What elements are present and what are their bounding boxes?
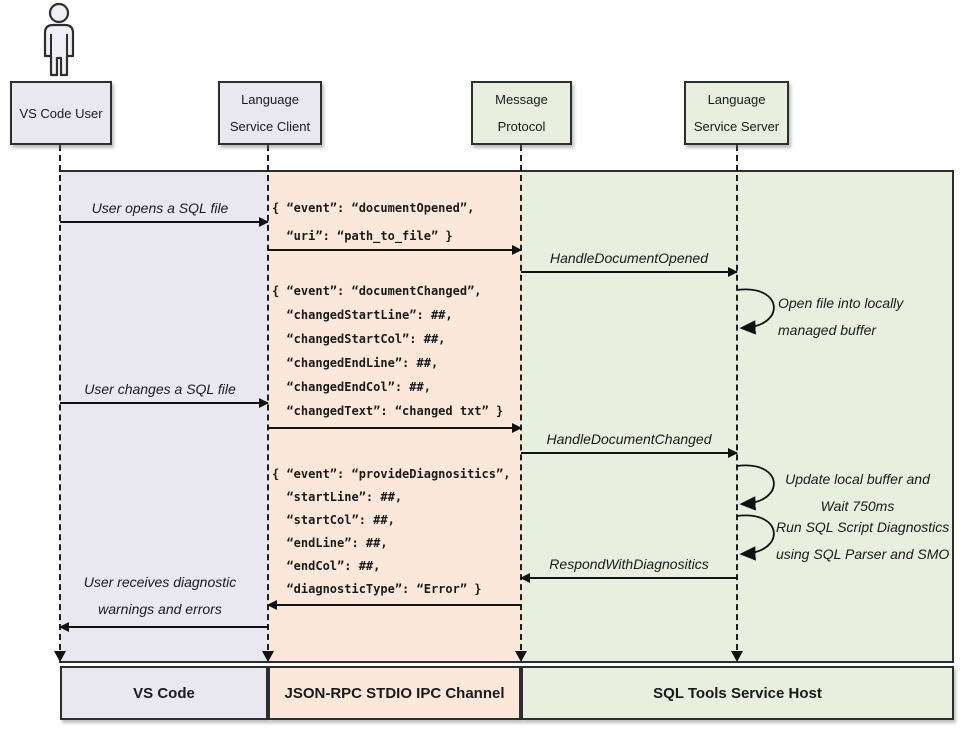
lifeline-end-arrowhead-protocol [515,651,527,662]
payload-line: “endCol”: ##, [272,559,381,573]
self-loop-update-buffer-icon [736,464,775,511]
label-handle-document-changed: HandleDocumentChanged [546,431,712,447]
label-user-receives-line2: warnings and errors [98,601,222,617]
payload-line: “changedText”: “changed txt” } [272,404,504,418]
arrowhead-left-icon [59,622,69,632]
arrow-user-opens-file [60,217,269,227]
arrow-document-changed-message [268,423,522,433]
payload-line: “changedStartCol”: ##, [272,332,446,346]
arrow-user-receives-diagnostics [59,622,268,632]
band-bottom-border [59,661,954,663]
actor-label-line1: Message [495,92,548,107]
payload-line: “startCol”: ##, [272,513,395,527]
payload-line: “uri”: “path_to_file” } [272,229,453,243]
actor-label: VS Code User [19,105,103,121]
arrow-diagnostics-message [267,600,521,610]
arrowhead-left-icon [267,600,277,610]
self-loop-run-diagnostics-icon [736,514,775,561]
lane-vscode: VS Code [60,666,268,720]
note-open-file-line1: Open file into locally [778,295,904,311]
lifeline-end-arrowhead-client [262,651,274,662]
label-user-changes: User changes a SQL file [84,381,236,397]
arrow-handle-document-opened [521,267,738,277]
actor-box-message-protocol: Message Protocol [471,81,572,145]
lifeline-protocol [520,145,522,660]
label-handle-document-opened: HandleDocumentOpened [550,250,708,266]
actor-box-vscode-user: VS Code User [10,81,112,145]
label-user-opens: User opens a SQL file [91,200,229,216]
lane-label: SQL Tools Service Host [653,684,822,702]
band-ipc-channel [268,172,521,662]
arrowhead-right-icon [259,217,269,227]
lane-ipc-channel: JSON-RPC STDIO IPC Channel [268,666,521,720]
payload-line: { “event”: “documentOpened”, [272,201,475,215]
payload-line: “changedStartLine”: ##, [272,308,453,322]
person-icon [43,2,75,77]
lane-label: VS Code [133,684,195,702]
arrowhead-right-icon [512,245,522,255]
actor-label-line1: Language [707,92,766,107]
arrowhead-right-icon [259,398,269,408]
arrow-document-opened-message [268,245,522,255]
arrowhead-left-icon [520,573,530,583]
actor-label-line2: Protocol [497,119,546,134]
json-payload-provide-diagnostics: { “event”: “provideDiagnositics”, “start… [272,463,510,601]
json-payload-document-opened: { “event”: “documentOpened”, “uri”: “pat… [272,194,474,250]
arrow-user-changes-file [60,398,269,408]
payload-line: “startLine”: ##, [272,490,403,504]
actor-label-line2: Service Server [693,119,780,134]
note-update-buffer-line1: Update local buffer and [785,471,930,487]
note-open-file-line2: managed buffer [778,322,877,338]
actor-box-language-service-client: Language Service Client [218,81,322,145]
lifeline-server [736,145,738,660]
actor-label-line2: Service Client [229,119,311,134]
label-user-receives-line1: User receives diagnostic [83,574,237,590]
actor-box-language-service-server: Language Service Server [684,81,789,145]
note-run-diagnostics-line2: using SQL Parser and SMO [776,546,950,562]
label-respond-with-diagnostics: RespondWithDiagnositics [549,556,709,572]
arrowhead-right-icon [728,267,738,277]
band-right-border [952,170,954,662]
arrowhead-right-icon [728,448,738,458]
lane-service-host: SQL Tools Service Host [521,666,954,720]
payload-line: { “event”: “documentChanged”, [272,284,482,298]
lifeline-end-arrowhead-server [731,651,743,662]
arrow-handle-document-changed [521,448,738,458]
self-loop-open-file-icon [736,288,775,335]
payload-line: “changedEndCol”: ##, [272,380,431,394]
note-run-diagnostics-line1: Run SQL Script Diagnostics [776,519,950,535]
payload-line: “changedEndLine”: ##, [272,356,439,370]
arrowhead-right-icon [512,423,522,433]
band-top-border [59,170,954,172]
band-vscode [60,172,268,662]
payload-line: { “event”: “provideDiagnositics”, [272,467,511,481]
arrow-respond-with-diagnostics [520,573,737,583]
note-update-buffer-line2: Wait 750ms [820,498,895,514]
actor-label-line1: Language [241,92,299,107]
payload-line: “diagnosticType”: “Error” } [272,582,482,596]
payload-line: “endLine”: ##, [272,536,388,550]
lane-label: JSON-RPC STDIO IPC Channel [284,684,505,702]
json-payload-document-changed: { “event”: “documentChanged”, “changedSt… [272,279,503,423]
lifeline-end-arrowhead-user [54,651,66,662]
